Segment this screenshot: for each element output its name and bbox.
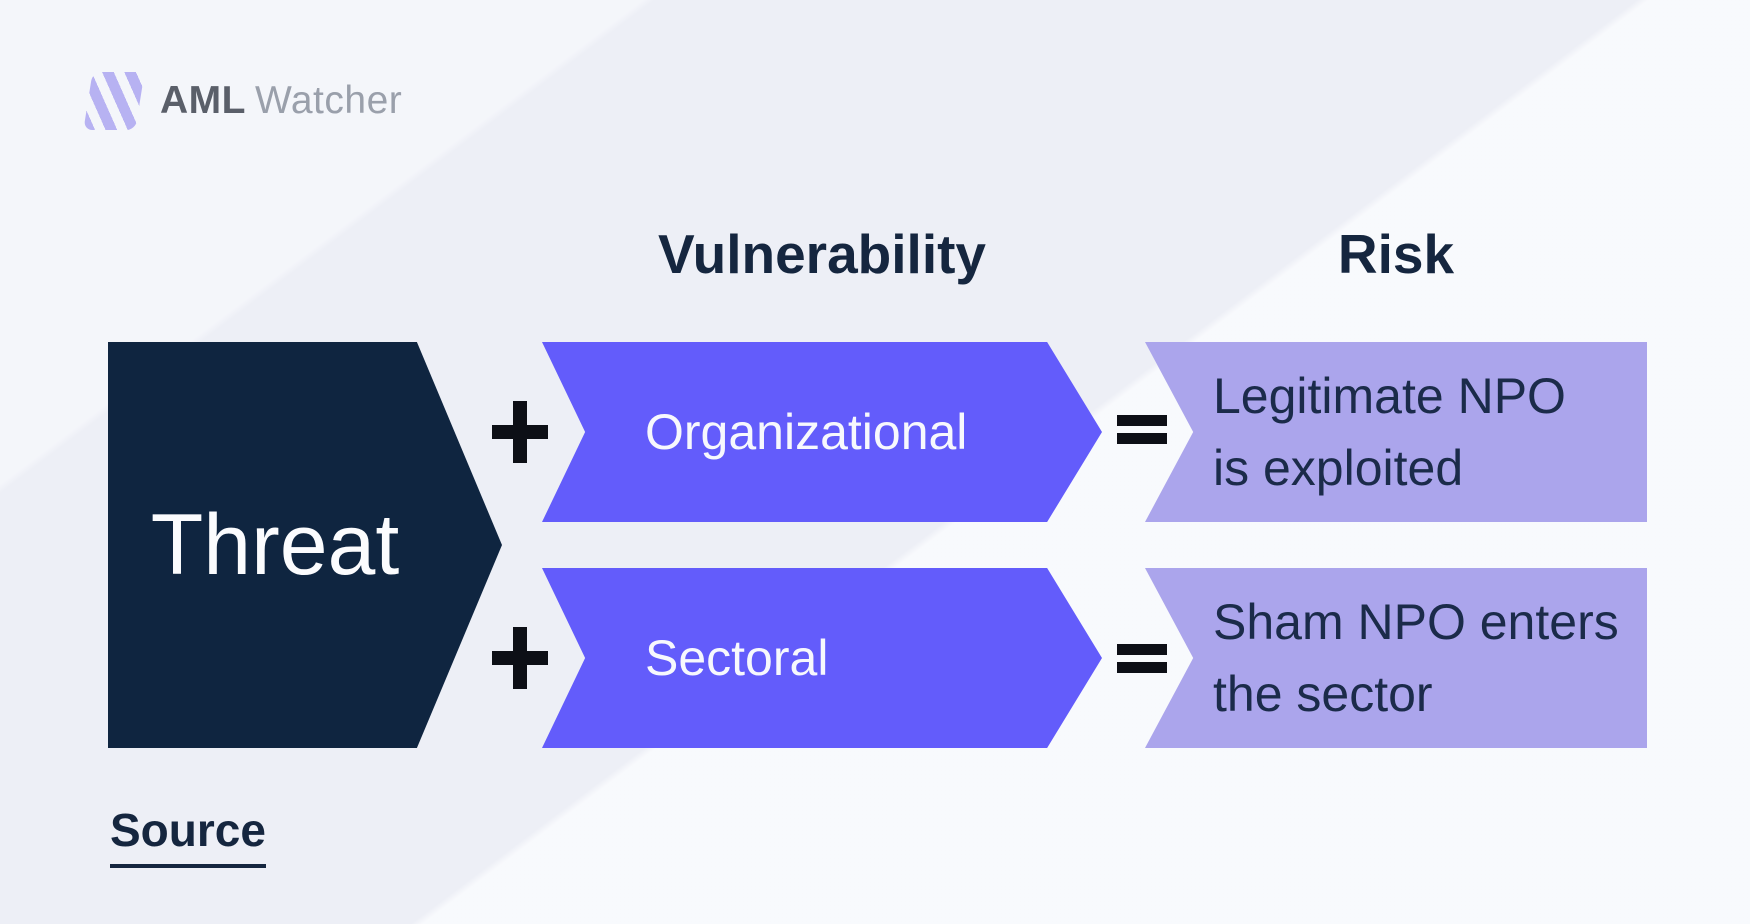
vulnerability-arrow-sectoral: Sectoral bbox=[542, 568, 1102, 748]
vulnerability-label-sectoral: Sectoral bbox=[645, 630, 829, 686]
equals-icon bbox=[1117, 415, 1167, 444]
risk-box-legitimate-npo: Legitimate NPO is exploited bbox=[1145, 342, 1647, 522]
plus-icon bbox=[492, 627, 548, 689]
risk-box-sham-npo: Sham NPO enters the sector bbox=[1145, 568, 1647, 748]
risk-label-line2: the sector bbox=[1213, 666, 1433, 722]
vulnerability-arrow-organizational: Organizational bbox=[542, 342, 1102, 522]
equals-icon bbox=[1117, 644, 1167, 673]
source-link[interactable]: Source bbox=[110, 803, 266, 868]
logo-text-aml: AML bbox=[160, 79, 246, 122]
risk-label-line1: Sham NPO enters bbox=[1213, 594, 1619, 650]
risk-column-heading: Risk bbox=[1337, 223, 1455, 285]
threat-label: Threat bbox=[150, 496, 400, 593]
risk-label-line1: Legitimate NPO bbox=[1213, 368, 1566, 424]
vulnerability-label-organizational: Organizational bbox=[645, 404, 968, 460]
plus-icon bbox=[492, 401, 548, 463]
aml-watcher-logo-icon bbox=[83, 72, 145, 130]
risk-label-line2: is exploited bbox=[1213, 440, 1464, 496]
vulnerability-column-heading: Vulnerability bbox=[657, 223, 987, 285]
threat-shape: Threat bbox=[108, 342, 502, 748]
logo-text-watcher: Watcher bbox=[254, 79, 403, 122]
